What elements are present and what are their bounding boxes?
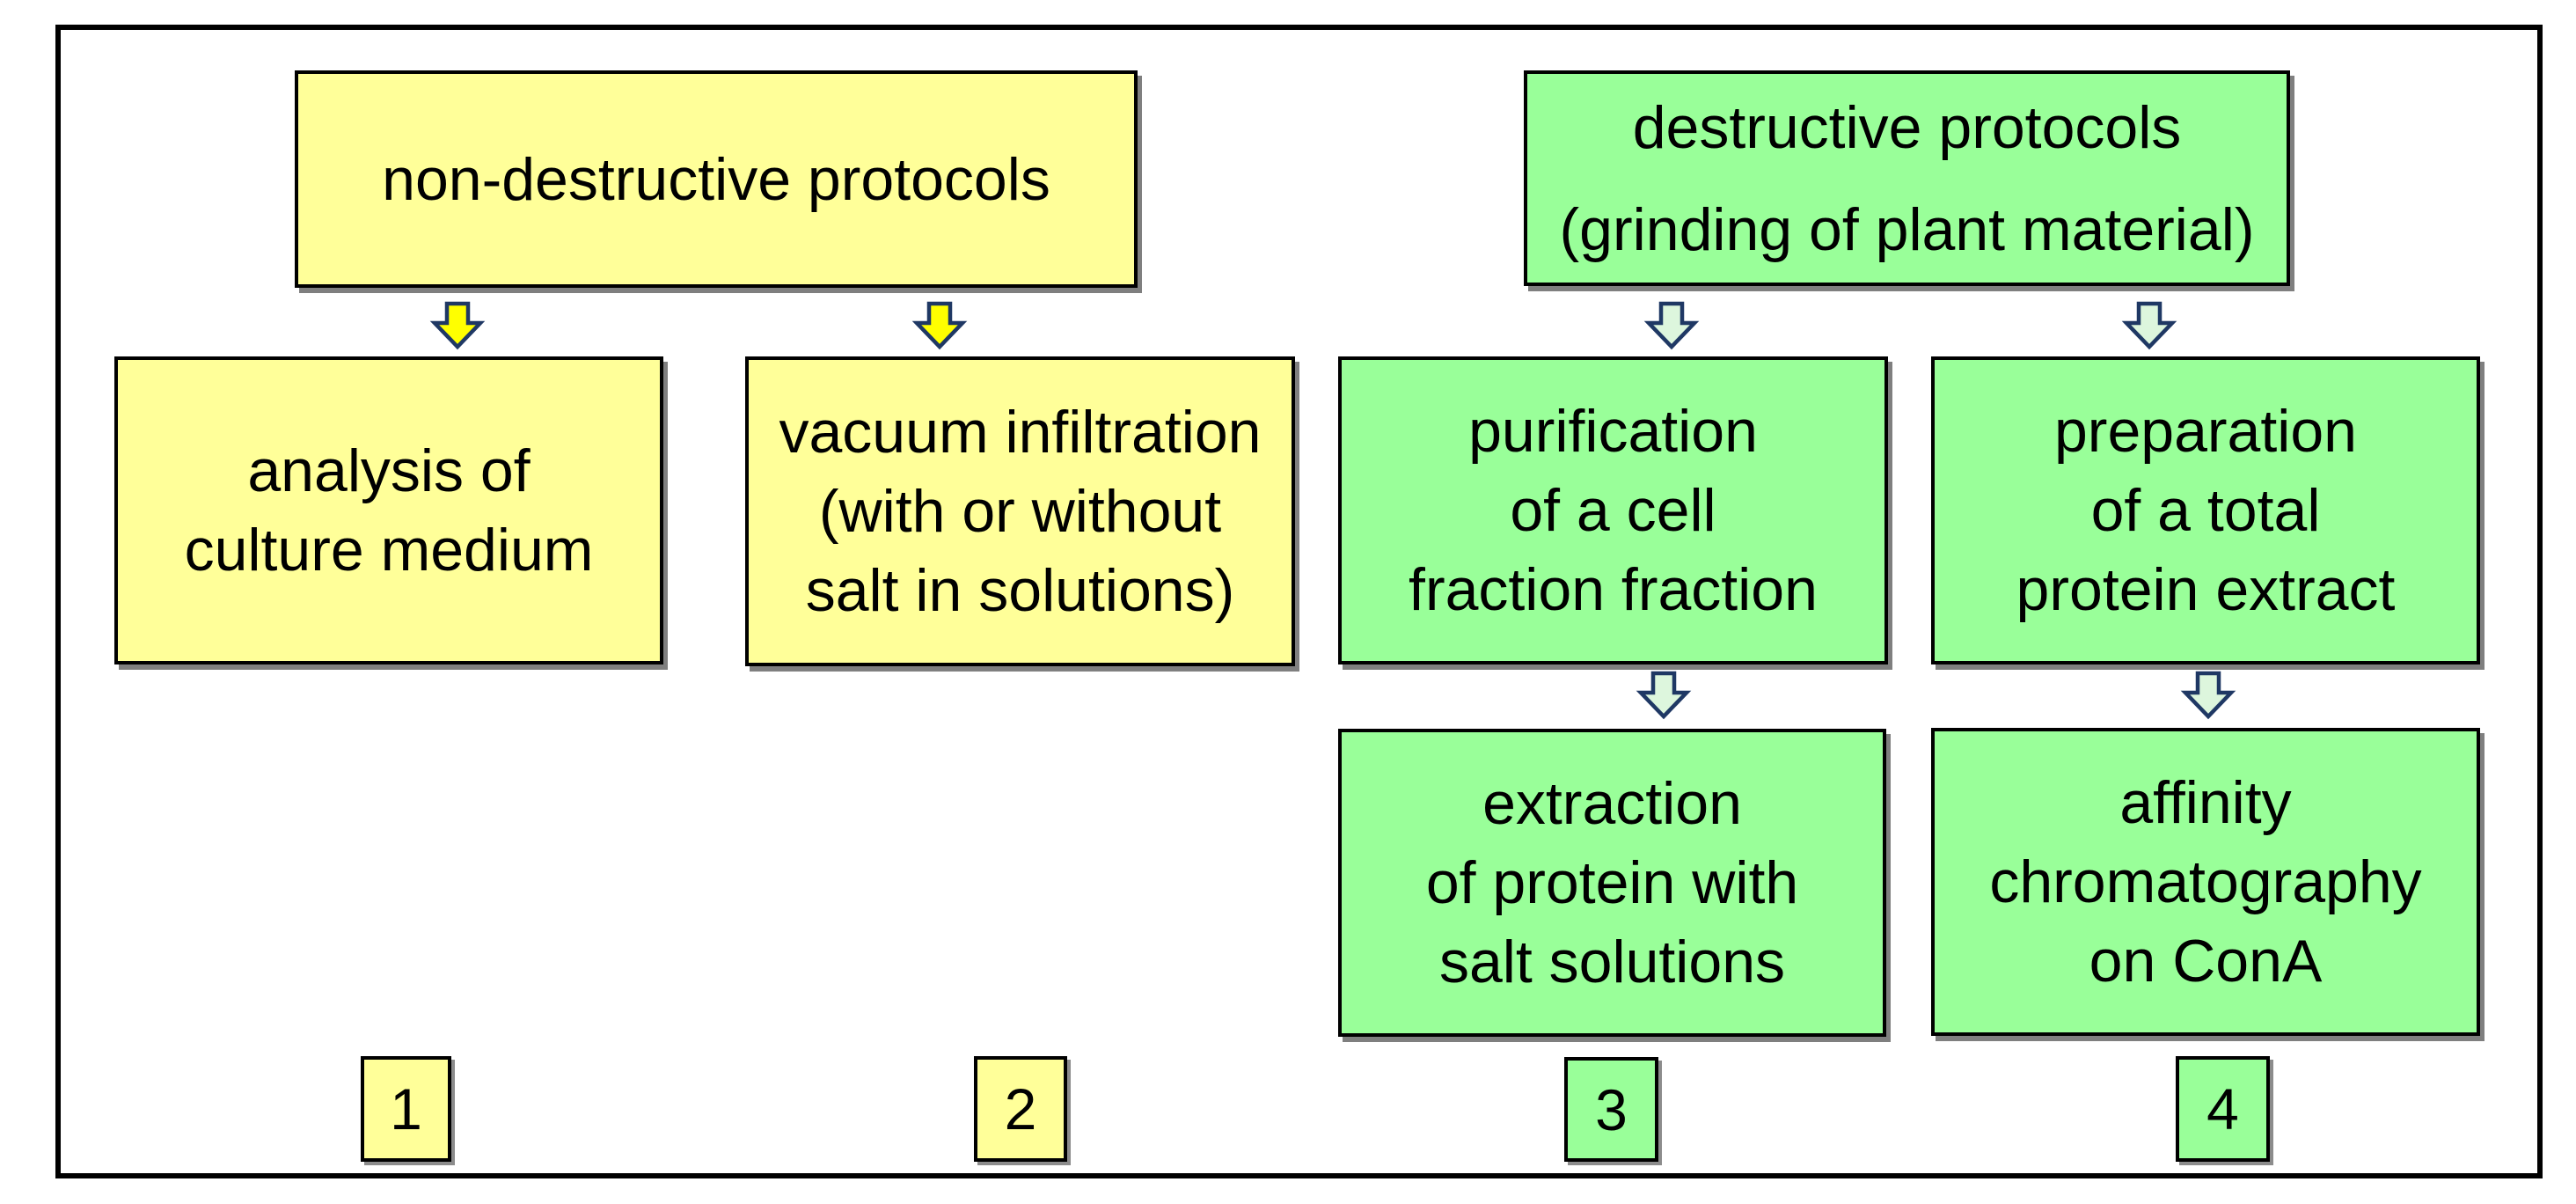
protocol-number-4: 4 <box>2176 1056 2270 1162</box>
number-label: 3 <box>1595 1076 1628 1142</box>
box-text-line: affinity <box>2119 769 2292 836</box>
box-vacuum-infiltration: vacuum infiltration (with or without sal… <box>745 356 1295 666</box>
protocol-number-1: 1 <box>361 1056 451 1162</box>
number-label: 1 <box>390 1076 422 1142</box>
down-arrow-icon <box>1636 671 1692 720</box>
box-purification-of-cell-fraction: purification of a cell fraction fraction <box>1338 356 1888 664</box>
down-arrow-icon <box>2180 671 2236 720</box>
box-preparation-of-total-protein-extract: preparation of a total protein extract <box>1931 356 2480 664</box>
box-destructive-protocols: destructive protocols (grinding of plant… <box>1524 70 2290 286</box>
number-label: 4 <box>2206 1076 2239 1142</box>
down-arrow-icon <box>911 301 968 350</box>
box-text-line: (grinding of plant material) <box>1559 195 2255 263</box>
box-text-line: destructive protocols <box>1632 93 2182 161</box>
box-text-line: culture medium <box>184 517 594 584</box>
protocol-number-3: 3 <box>1564 1057 1658 1162</box>
box-analysis-of-culture-medium: analysis of culture medium <box>114 356 663 664</box>
protocol-number-2: 2 <box>974 1056 1067 1162</box>
down-arrow-icon <box>2121 301 2177 350</box>
box-affinity-chromatography-on-cona: affinity chromatography on ConA <box>1931 728 2480 1036</box>
box-text-line: of a total <box>2090 477 2321 544</box>
box-non-destructive-protocols: non-destructive protocols <box>295 70 1138 288</box>
box-text-line: non-destructive protocols <box>382 145 1050 213</box>
box-text-line: on ConA <box>2089 928 2323 995</box>
box-text-line: vacuum infiltration <box>779 399 1262 466</box>
outer-border <box>55 25 2543 1178</box>
box-text-line: analysis of <box>247 437 531 504</box>
box-text-line: of protein with <box>1425 849 1799 916</box>
box-text-line: preparation <box>2053 398 2358 465</box>
box-text-line: purification <box>1468 398 1758 465</box>
box-text-line: protein extract <box>2016 556 2396 623</box>
box-text-line: fraction fraction <box>1409 556 1818 623</box>
box-text-line: chromatography <box>1989 848 2422 915</box>
box-text-line: of a cell <box>1510 477 1716 544</box>
box-text-line: extraction <box>1482 770 1742 837</box>
box-text-line: salt in solutions) <box>805 557 1235 624</box>
box-text-line: (with or without <box>818 478 1222 545</box>
box-text-line: salt solutions <box>1438 929 1786 995</box>
down-arrow-icon <box>1643 301 1700 350</box>
box-extraction-of-protein-with-salt-solutions: extraction of protein with salt solution… <box>1338 729 1886 1037</box>
down-arrow-icon <box>429 301 486 350</box>
number-label: 2 <box>1004 1076 1037 1142</box>
